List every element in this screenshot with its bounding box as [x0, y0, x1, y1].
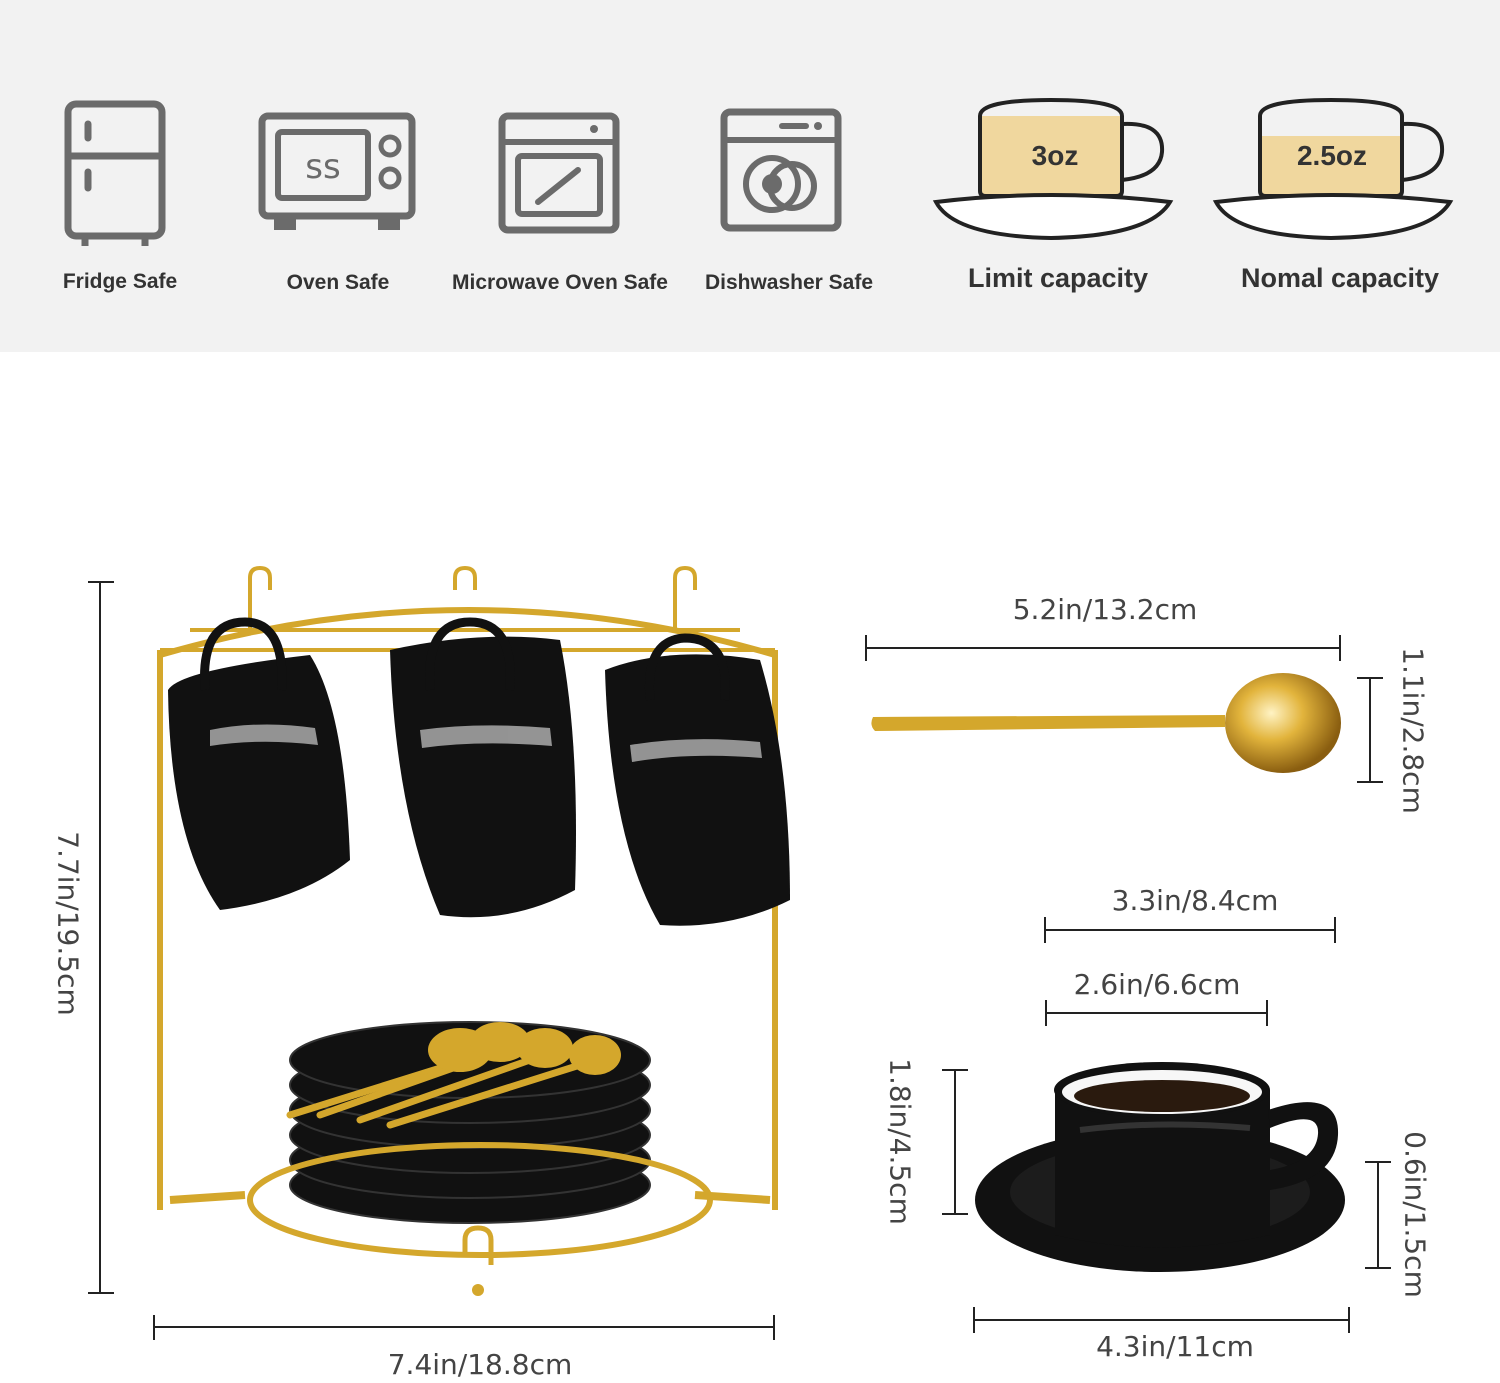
rack-width-dimension-line — [153, 1315, 775, 1340]
spoon-length-dimension-line — [865, 635, 1341, 661]
cup-diameter-label: 2.6in/6.6cm — [1073, 968, 1241, 1001]
dishwasher-icon — [720, 108, 842, 232]
cup-height-dimension-line — [942, 1069, 968, 1215]
cup-diameter-dimension-line — [1045, 1000, 1268, 1026]
spoon-illustration — [871, 673, 1341, 773]
oven-safe-label: Oven Safe — [286, 271, 390, 294]
microwave-oven-safe-label: Microwave Oven Safe — [452, 271, 668, 294]
microwave-icon — [498, 112, 620, 234]
rack-height-dimension-line — [88, 581, 114, 1294]
fridge-icon — [64, 100, 166, 246]
saucer-height-dimension-line — [1365, 1161, 1391, 1269]
normal-capacity-value: 2.5oz — [1296, 140, 1368, 171]
limit-capacity-cup-icon — [932, 97, 1174, 241]
normal-capacity-label: Nomal capacity — [1240, 263, 1440, 293]
svg-text:ss: ss — [305, 147, 340, 187]
limit-capacity-label: Limit capacity — [967, 263, 1149, 293]
saucer-height-label: 0.6in/1.5cm — [1398, 1131, 1432, 1298]
oven-icon: ss — [258, 112, 416, 230]
spoon-bowl-label: 1.1in/2.8cm — [1396, 647, 1430, 814]
saucer-diameter-dimension-line — [973, 1307, 1350, 1333]
cup-and-saucer-illustration — [975, 1062, 1345, 1272]
cup-height-label: 1.8in/4.5cm — [883, 1058, 917, 1225]
spoon-length-label: 5.2in/13.2cm — [1012, 593, 1198, 626]
cup-rack-illustration — [157, 565, 790, 1296]
saucer-outer-dimension-line — [1044, 917, 1336, 943]
limit-capacity-value: 3oz — [1031, 140, 1079, 171]
spoon-bowl-dimension-line — [1357, 677, 1383, 783]
dishwasher-safe-label: Dishwasher Safe — [704, 271, 874, 294]
normal-capacity-cup-icon — [1212, 97, 1454, 241]
saucer-diameter-label: 4.3in/11cm — [1096, 1330, 1254, 1363]
fridge-safe-label: Fridge Safe — [62, 270, 178, 293]
saucer-outer-label: 3.3in/8.4cm — [1111, 884, 1279, 917]
rack-width-label: 7.4in/18.8cm — [387, 1348, 573, 1381]
rack-height-label: 7.7in/19.5cm — [51, 831, 85, 1016]
